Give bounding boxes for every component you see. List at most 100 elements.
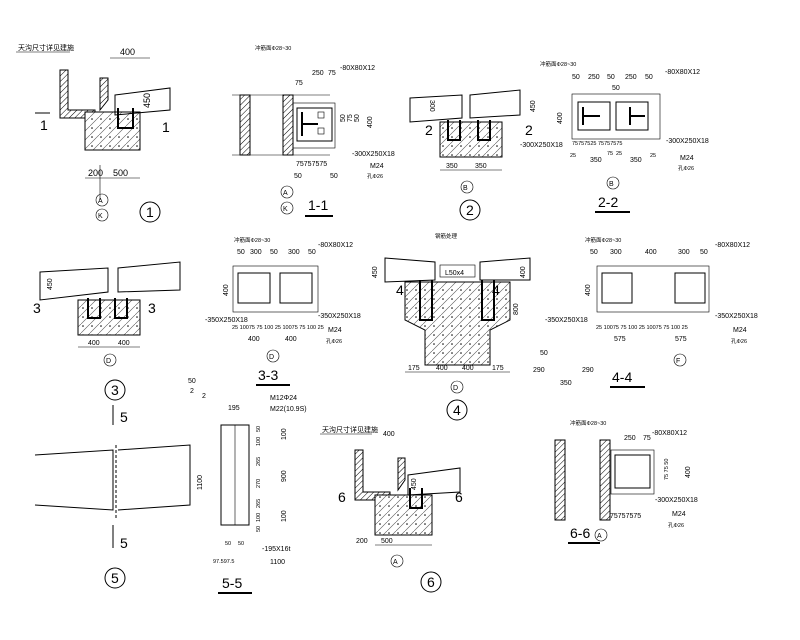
dim-400: 400: [120, 47, 135, 57]
dim-400a: 400: [248, 336, 260, 343]
gutter-note: 天沟尺寸详见建施: [322, 425, 378, 434]
dim-575a: 575: [614, 336, 626, 343]
detail-6: 天沟尺寸详见建施 400 450 6 6 200 500 A 6: [320, 425, 463, 593]
bolt-grade-label: M22(10.9S): [270, 406, 307, 413]
dim-575b: 575: [675, 336, 687, 343]
dim-400: 400: [585, 284, 592, 296]
rebar-note: 冲筋面Φ28~30: [255, 44, 291, 52]
section-1-1: 冲筋面Φ28~30 250 75 -80X80X12 75 50 75 50 4…: [232, 44, 395, 217]
axis-k: K: [283, 206, 288, 213]
steel-beam: [114, 87, 171, 116]
detail-1: 天沟尺寸详见建施 400 450 1 1 200 500 A K 1: [16, 43, 171, 223]
top-dim: 50: [645, 74, 653, 81]
right-dim: 900: [281, 470, 288, 482]
dim-400b: 400: [118, 340, 130, 347]
bottom-dim: 400: [436, 365, 448, 372]
top-dim: 300: [250, 249, 262, 256]
section-mark-right: 3: [148, 300, 156, 316]
dim-extra: 350: [560, 380, 572, 387]
section-mark-left: 1: [40, 117, 48, 133]
base-plate: [296, 107, 333, 142]
detail-title-3: 3: [111, 382, 119, 398]
dim-extra: 290: [582, 367, 594, 374]
dim-500: 500: [113, 168, 128, 178]
dim-450: 450: [47, 278, 54, 290]
detail-3: 450 3 3 400 400 D 3: [33, 261, 181, 401]
dim-400: 400: [223, 284, 230, 296]
dim-400: 400: [383, 431, 395, 438]
vert-dim: 100: [256, 437, 262, 446]
dim-1100: 1100: [197, 475, 204, 490]
hole-label: 孔Φ26: [326, 337, 342, 345]
axis-d: D: [453, 385, 458, 392]
mid-dim: 50: [612, 85, 620, 92]
dim-400: 400: [367, 116, 374, 128]
dim-400: 400: [557, 112, 564, 124]
axis-f: F: [676, 358, 680, 365]
section-mark-left: 2: [425, 122, 433, 138]
section-mark-left: 4: [396, 282, 404, 298]
section-mark-right: 4: [492, 282, 500, 298]
detail-title-2: 2: [466, 202, 474, 218]
dim-v75b: 75: [347, 114, 354, 122]
section-title: 2-2: [598, 194, 618, 210]
bottom-dim: 175: [408, 365, 420, 372]
plate-label: -195X16t: [262, 546, 290, 553]
dim-v75: 75: [295, 80, 303, 87]
vert-dim: 100: [256, 513, 262, 522]
section-mark-top: 5: [120, 409, 128, 425]
top-dim: 50: [308, 249, 316, 256]
bolt-hole-label: M12Φ24: [270, 395, 297, 402]
angle-label: L50x4: [445, 270, 464, 277]
section-title: 5-5: [222, 575, 242, 591]
top-dim: 50: [572, 74, 580, 81]
top-dim: 50: [237, 249, 245, 256]
bolt-label: M24: [328, 327, 342, 334]
detail-title-6: 6: [427, 574, 435, 590]
section-mark-left: 6: [338, 489, 346, 505]
dim-250: 250: [312, 70, 324, 77]
plate-label: -80X80X12: [715, 242, 750, 249]
dim-25: 25: [570, 153, 576, 159]
bolt-label: M24: [733, 327, 747, 334]
bottom-dim: 175: [492, 365, 504, 372]
top-dim: 250: [625, 74, 637, 81]
base-plate-label-right: -350X250X18: [318, 313, 361, 320]
axis-a: A: [283, 190, 288, 197]
top-dim: 50: [700, 249, 708, 256]
axis-b: B: [463, 185, 468, 192]
base-plate-label-right: -300X250X18: [666, 138, 709, 145]
dim-250: 250: [624, 435, 636, 442]
bottom-dim: 50: [238, 541, 244, 547]
section-4-4: 冲筋面Φ28~30 50 300 400 300 50 -80X80X12 40…: [533, 236, 758, 388]
rebar-note: 冲筋面Φ28~30: [234, 236, 270, 244]
bottom-dim: 400: [462, 365, 474, 372]
top-dim: 50: [607, 74, 615, 81]
dim-25: 25: [650, 153, 656, 159]
top-dim: 300: [678, 249, 690, 256]
axis-a: A: [597, 533, 602, 540]
section-mark-bottom: 5: [120, 535, 128, 551]
axis-b: B: [609, 181, 614, 188]
section-title: 6-6: [570, 525, 590, 541]
bottom-dims: 25 10075 75 100 25 10075 75 100 25: [232, 325, 324, 331]
dim-300: 300: [428, 100, 435, 112]
vert-dims: 75 75 50: [664, 459, 670, 480]
dim-25: 25: [616, 151, 622, 157]
detail-title-5: 5: [111, 570, 119, 586]
vert-dim: 265: [256, 457, 262, 466]
axis-k: K: [98, 213, 103, 220]
dim-50a: 50: [294, 173, 302, 180]
gutter-wall-left: [59, 69, 96, 119]
weld-dim: 2: [190, 388, 194, 395]
axis-d: D: [106, 358, 111, 365]
top-dim: 50: [270, 249, 278, 256]
dim-400: 400: [685, 466, 692, 478]
weld-dim: 2: [202, 393, 206, 400]
rebar-note: 冲筋面Φ28~30: [570, 419, 606, 427]
axis-a: A: [98, 198, 103, 205]
dim-v50a: 50: [340, 114, 347, 122]
dim-350a: 350: [590, 157, 602, 164]
top-dim: 400: [645, 249, 657, 256]
